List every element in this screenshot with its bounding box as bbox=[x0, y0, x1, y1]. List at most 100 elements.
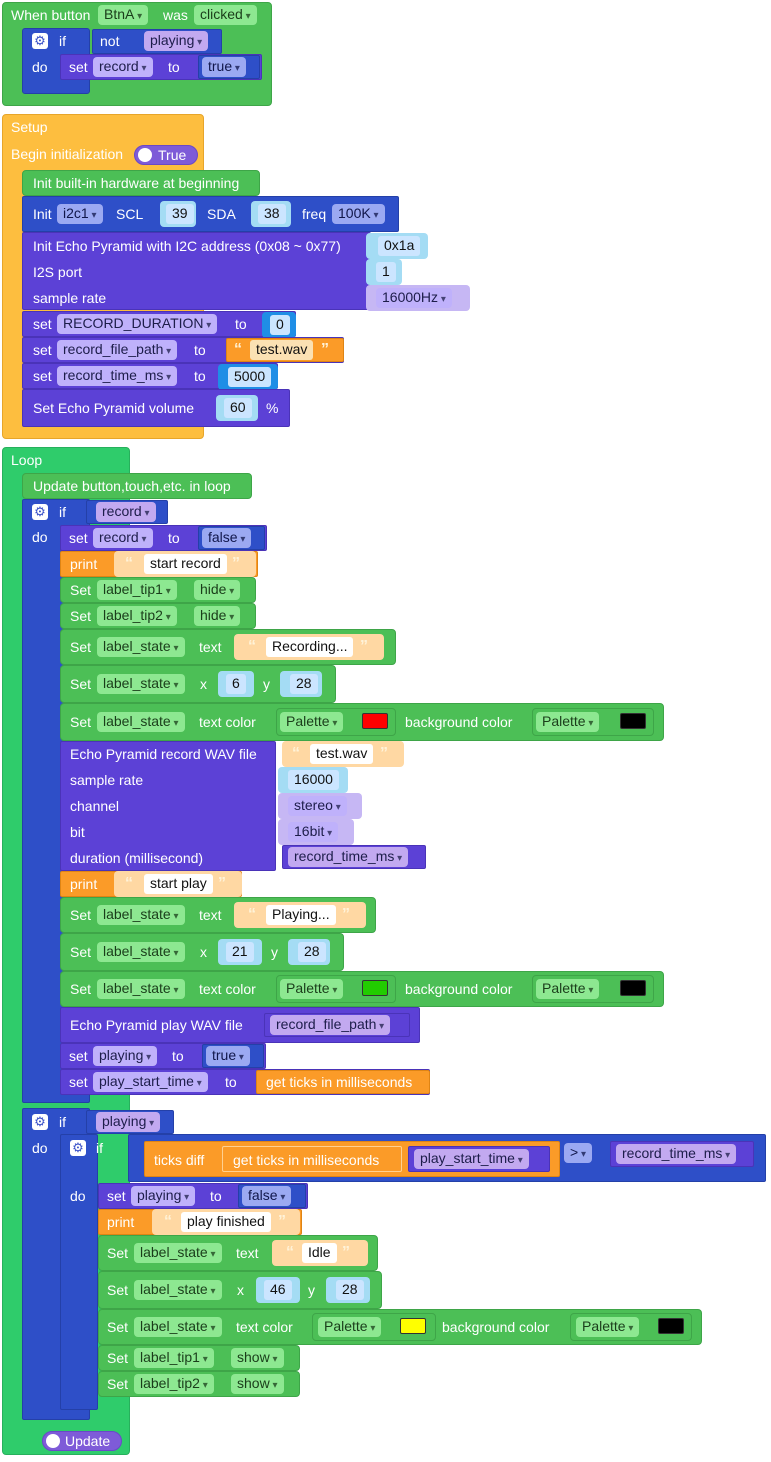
palette-idle-bg-dropdown[interactable]: Palette bbox=[576, 1317, 640, 1337]
scl-value[interactable]: 39 bbox=[166, 204, 194, 224]
idle-x-value[interactable]: 46 bbox=[264, 1280, 292, 1300]
set-playing-var-dropdown[interactable]: playing bbox=[93, 1046, 158, 1066]
record-wav-block[interactable] bbox=[60, 741, 276, 871]
gear-icon[interactable]: ⚙ bbox=[32, 1114, 48, 1130]
state-color-play-dropdown[interactable]: label_state bbox=[97, 979, 185, 999]
time-var-dropdown[interactable]: record_time_ms bbox=[57, 366, 178, 386]
init-echo-label: Init Echo Pyramid with I2C address (0x08… bbox=[33, 238, 341, 254]
record-duration-dropdown[interactable]: record_time_ms bbox=[288, 847, 409, 867]
echo-rate-dropdown[interactable]: 16000Hz bbox=[376, 288, 452, 308]
event-action-dropdown[interactable]: clicked bbox=[194, 5, 257, 25]
playing-cond-dropdown[interactable]: playing bbox=[96, 1112, 161, 1132]
if-ticks-if: if bbox=[96, 1140, 103, 1156]
set-playing-false-var[interactable]: playing bbox=[131, 1186, 196, 1206]
play-start-var-dropdown[interactable]: play_start_time bbox=[93, 1072, 208, 1092]
recording-text[interactable]: Recording... bbox=[266, 637, 354, 657]
state-color-rec-dropdown[interactable]: label_state bbox=[97, 712, 185, 732]
freq-dropdown[interactable]: 100K bbox=[332, 204, 385, 224]
event-playing-dropdown[interactable]: playing bbox=[144, 31, 209, 51]
rec-x-value[interactable]: 6 bbox=[226, 674, 246, 694]
event-record-dropdown[interactable]: record bbox=[93, 57, 153, 77]
rec-y-value[interactable]: 28 bbox=[290, 674, 318, 694]
compare-operator-dropdown[interactable]: > bbox=[564, 1143, 592, 1163]
state-pos-rec-dropdown[interactable]: label_state bbox=[97, 674, 185, 694]
set-record-var-dropdown[interactable]: record bbox=[93, 528, 153, 548]
loop-update-toggle[interactable] bbox=[42, 1431, 122, 1451]
init-hw-block[interactable] bbox=[22, 170, 260, 196]
echo-addr-value[interactable]: 0x1a bbox=[378, 236, 421, 256]
red-swatch[interactable] bbox=[362, 713, 388, 729]
state-idle-dropdown[interactable]: label_state bbox=[134, 1243, 222, 1263]
yellow-swatch[interactable] bbox=[400, 1318, 426, 1334]
if-ticks-block[interactable] bbox=[60, 1134, 98, 1410]
idle-y-value[interactable]: 28 bbox=[336, 1280, 364, 1300]
update-button-block[interactable] bbox=[22, 473, 252, 499]
tip1-show-var-dropdown[interactable]: label_tip1 bbox=[134, 1348, 214, 1368]
record-channel-dropdown[interactable]: stereo bbox=[288, 796, 347, 816]
tip1-hide-dropdown[interactable]: hide bbox=[194, 580, 241, 600]
gear-icon[interactable]: ⚙ bbox=[70, 1140, 86, 1156]
i2s-value[interactable]: 1 bbox=[376, 262, 396, 282]
state-color-idle-dropdown[interactable]: label_state bbox=[134, 1317, 222, 1337]
record-cond-dropdown[interactable]: record bbox=[96, 502, 156, 522]
black-swatch[interactable] bbox=[658, 1318, 684, 1334]
palette-idle-dropdown[interactable]: Palette bbox=[318, 1317, 382, 1337]
setup-begin-label: Begin initialization bbox=[11, 146, 124, 162]
state-pos-play-dropdown[interactable]: label_state bbox=[97, 942, 185, 962]
playing-false-dropdown[interactable]: false bbox=[242, 1186, 292, 1206]
false-dropdown[interactable]: false bbox=[202, 528, 252, 548]
path-string-value[interactable]: test.wav bbox=[250, 340, 314, 360]
record-wav-file[interactable]: test.wav bbox=[310, 744, 374, 764]
path-var-dropdown[interactable]: record_file_path bbox=[57, 340, 178, 360]
setup-begin-toggle[interactable] bbox=[134, 145, 198, 165]
palette-play-bg-dropdown[interactable]: Palette bbox=[536, 979, 600, 999]
i2c-bus-dropdown[interactable]: i2c1 bbox=[57, 204, 103, 224]
state-dropdown[interactable]: label_state bbox=[97, 637, 185, 657]
gear-icon[interactable]: ⚙ bbox=[32, 33, 48, 49]
palette-rec-dropdown[interactable]: Palette bbox=[280, 712, 344, 732]
state-playing-dropdown[interactable]: label_state bbox=[97, 905, 185, 925]
green-swatch[interactable] bbox=[362, 980, 388, 996]
tip2-hide-dropdown[interactable]: hide bbox=[194, 606, 241, 626]
play-x-value[interactable]: 21 bbox=[226, 942, 254, 962]
playing-true-dropdown[interactable]: true bbox=[206, 1046, 250, 1066]
freq-label: freq bbox=[302, 206, 327, 222]
start-play-text[interactable]: start play bbox=[144, 874, 213, 894]
sda-value[interactable]: 38 bbox=[258, 204, 286, 224]
event-button-dropdown[interactable]: BtnA bbox=[98, 5, 149, 25]
start-record-text[interactable]: start record bbox=[144, 554, 227, 574]
record-bit-dropdown[interactable]: 16bit bbox=[288, 822, 339, 842]
record-rate-value[interactable]: 16000 bbox=[288, 770, 339, 790]
quote-open-icon: “ bbox=[248, 906, 256, 923]
play-y-value[interactable]: 28 bbox=[298, 942, 326, 962]
tip2-show-dropdown[interactable]: show bbox=[231, 1374, 284, 1394]
gear-icon[interactable]: ⚙ bbox=[32, 504, 48, 520]
init-echo-block[interactable] bbox=[22, 232, 371, 310]
state-pos-idle-dropdown[interactable]: label_state bbox=[134, 1280, 222, 1300]
tip2-dropdown[interactable]: label_tip2 bbox=[97, 606, 177, 626]
event-not-label: not bbox=[100, 33, 120, 49]
finished-text[interactable]: play finished bbox=[181, 1212, 271, 1232]
black-swatch[interactable] bbox=[620, 713, 646, 729]
volume-value[interactable]: 60 bbox=[224, 398, 252, 418]
event-true-dropdown[interactable]: true bbox=[202, 57, 246, 77]
scl-label: SCL bbox=[116, 206, 144, 222]
duration-value[interactable]: 0 bbox=[270, 315, 290, 335]
record-time-dropdown[interactable]: record_time_ms bbox=[616, 1144, 737, 1164]
playing-text[interactable]: Playing... bbox=[266, 905, 336, 925]
black-swatch[interactable] bbox=[620, 980, 646, 996]
get-ticks-inner-block[interactable] bbox=[222, 1146, 402, 1172]
tip2-show-var-dropdown[interactable]: label_tip2 bbox=[134, 1374, 214, 1394]
quote-open-icon: “ bbox=[234, 341, 242, 358]
play-start-dropdown[interactable]: play_start_time bbox=[414, 1149, 529, 1169]
duration-var-dropdown[interactable]: RECORD_DURATION bbox=[57, 314, 218, 334]
time-value[interactable]: 5000 bbox=[228, 367, 272, 387]
tip1-show-dropdown[interactable]: show bbox=[231, 1348, 284, 1368]
get-ticks-block[interactable] bbox=[256, 1070, 430, 1094]
idle-text[interactable]: Idle bbox=[302, 1243, 337, 1263]
palette-rec-bg-dropdown[interactable]: Palette bbox=[536, 712, 600, 732]
palette-play-dropdown[interactable]: Palette bbox=[280, 979, 344, 999]
tip1-dropdown[interactable]: label_tip1 bbox=[97, 580, 177, 600]
play-file-dropdown[interactable]: record_file_path bbox=[270, 1015, 391, 1035]
set-time-set: set bbox=[33, 368, 52, 384]
